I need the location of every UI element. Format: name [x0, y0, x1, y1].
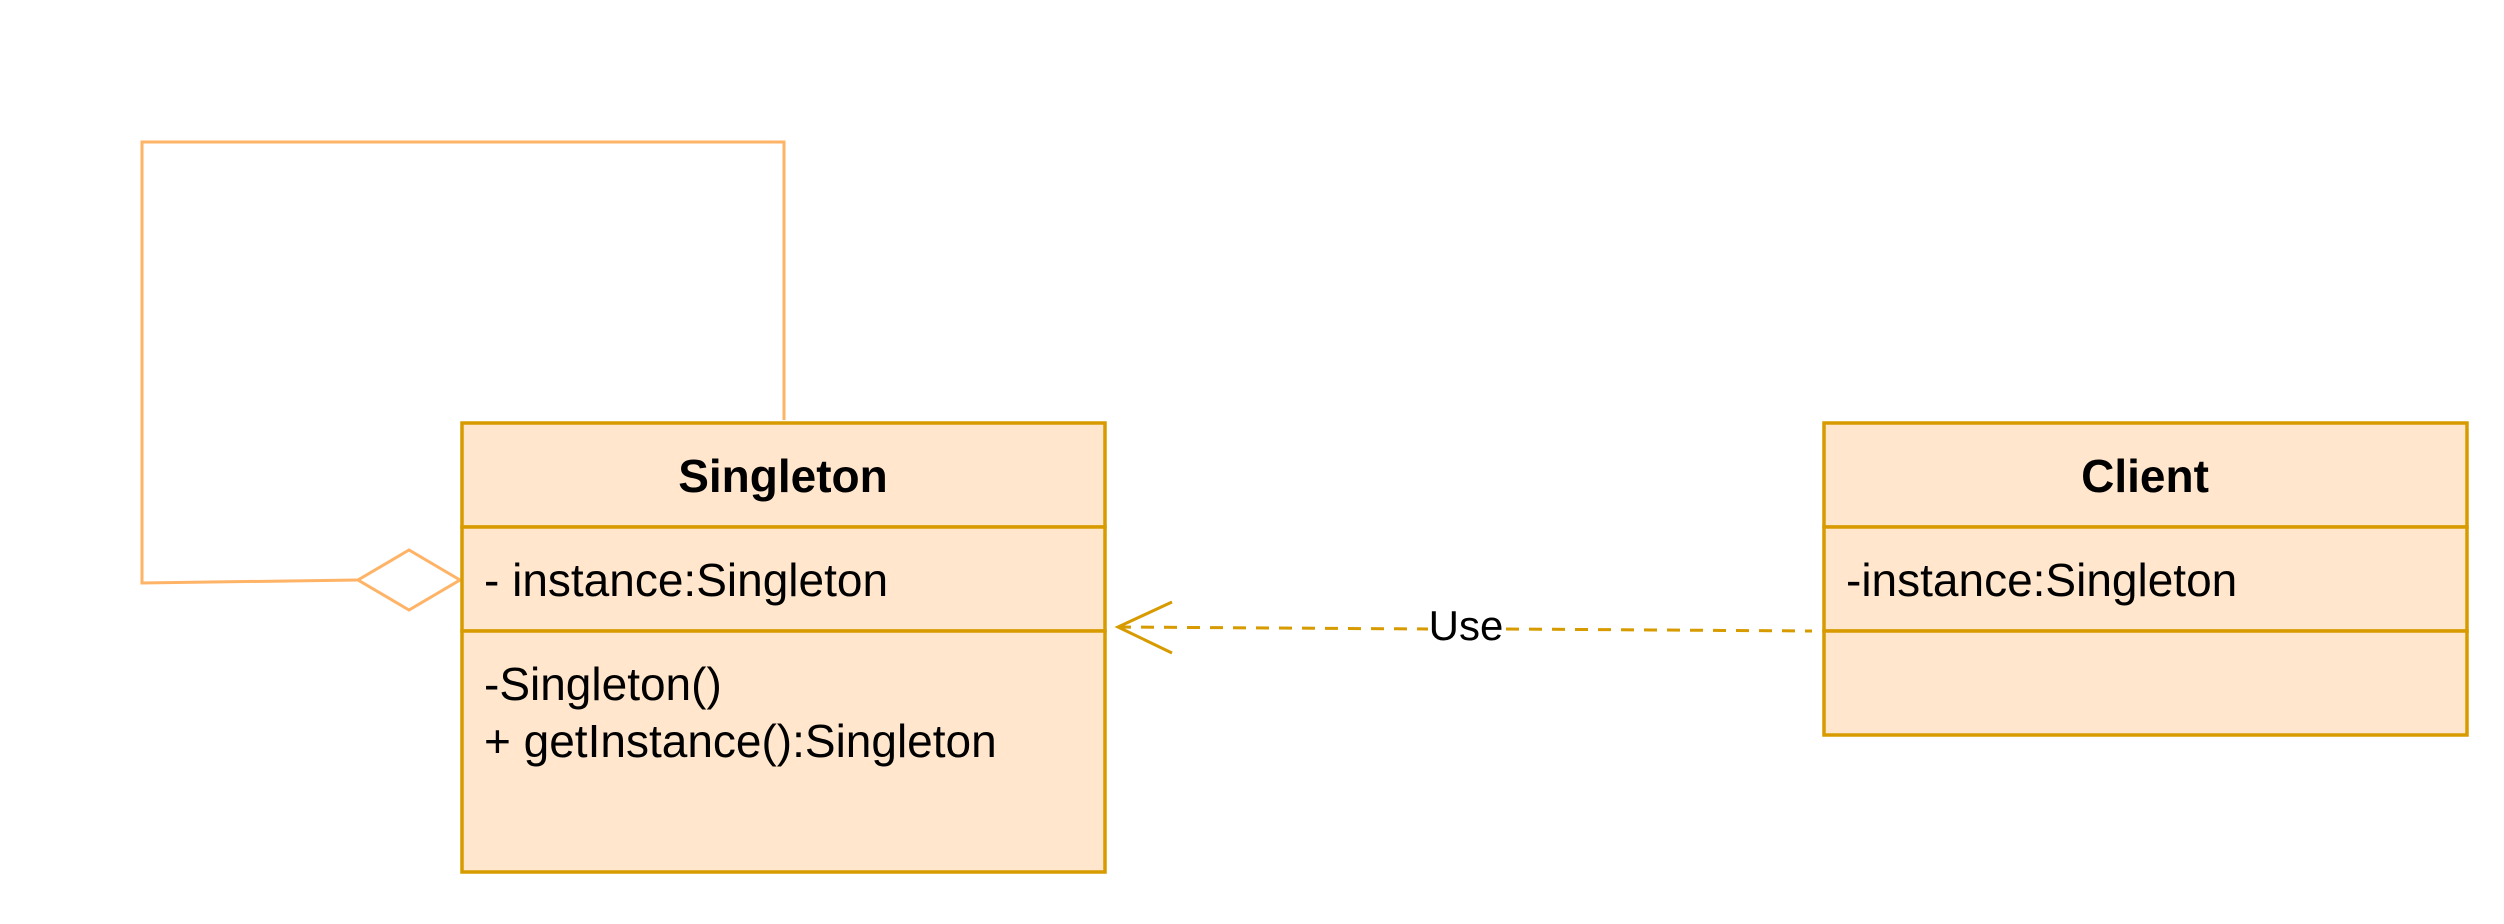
class-singleton-header: [460, 421, 1107, 529]
aggregation-line: [140, 140, 786, 585]
dependency-line-left: [1117, 625, 1429, 631]
class-client[interactable]: Client -instance:Singleton: [1822, 421, 2469, 737]
class-client-header: [1822, 421, 2469, 529]
class-singleton-attributes-section: [460, 525, 1107, 633]
class-singleton[interactable]: Singleton - instance:Singleton -Singleto…: [460, 421, 1107, 874]
dependency-line-right: [1505, 627, 1813, 633]
dependency-relation[interactable]: Use: [1114, 600, 1813, 655]
self-aggregation-relation[interactable]: [140, 140, 786, 612]
class-client-title: Client: [2081, 450, 2209, 502]
class-client-attribute: -instance:Singleton: [1846, 554, 2237, 606]
class-singleton-attribute: - instance:Singleton: [484, 554, 888, 606]
class-client-attributes-section: [1822, 525, 2469, 633]
aggregation-diamond-icon: [355, 548, 463, 612]
dependency-label: Use: [1429, 602, 1504, 649]
dependency-arrowhead-icon: [1114, 600, 1173, 655]
class-singleton-operation: -Singleton(): [484, 658, 722, 710]
class-client-operations-section: [1822, 629, 2469, 737]
class-singleton-title: Singleton: [678, 450, 888, 502]
class-singleton-operations-section: [460, 629, 1107, 874]
class-singleton-operation: + getInstance():Singleton: [484, 715, 997, 767]
